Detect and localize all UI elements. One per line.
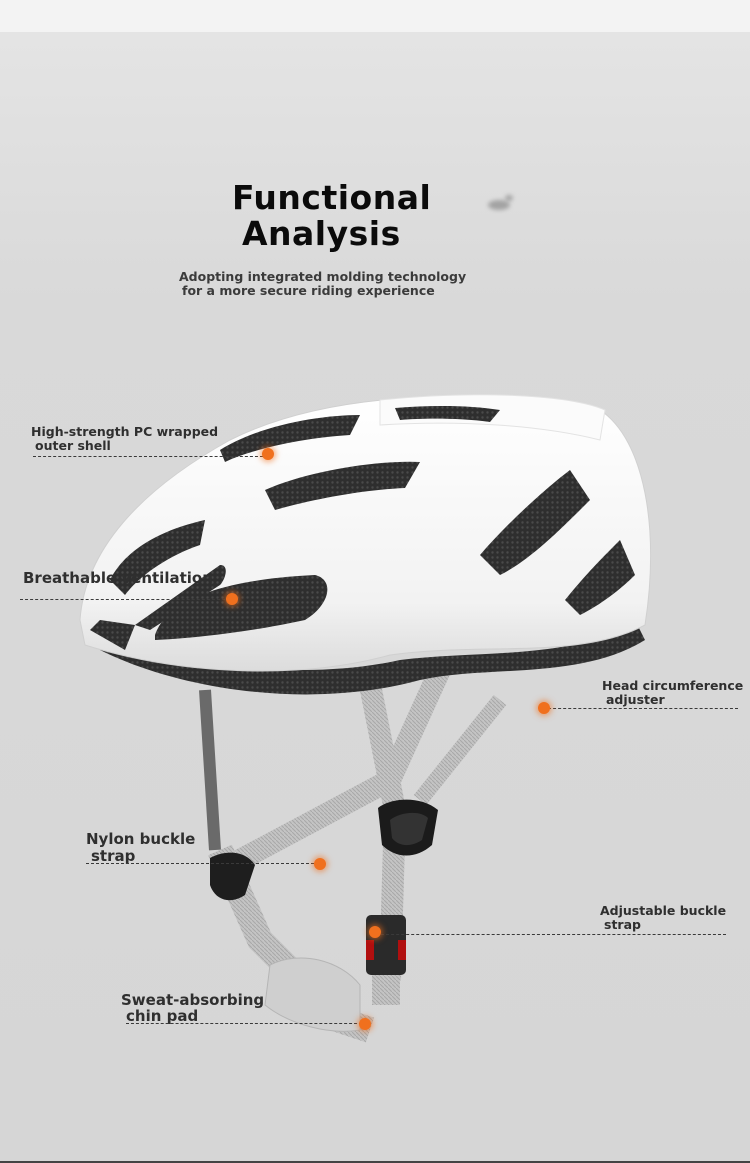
callout-ventilation-line1: Breathable ventilation <box>23 569 213 587</box>
helmet-illustration <box>79 394 652 1043</box>
callout-head-adjuster-line1: Head circumference <box>602 678 744 693</box>
callout-chin-pad-line1: Sweat-absorbing <box>121 991 265 1009</box>
callout-ventilation-line <box>20 599 225 600</box>
callout-adjustable-strap-line1: Adjustable buckle <box>600 903 727 918</box>
callout-head-adjuster: Head circumference adjuster <box>602 679 743 707</box>
callout-outer-shell-line2: outer shell <box>35 438 111 453</box>
side-buckle-right <box>378 799 438 856</box>
callout-outer-shell-line1: High-strength PC wrapped <box>31 424 219 439</box>
rear-straps <box>199 665 507 1043</box>
chin-pad <box>264 957 361 1032</box>
callout-nylon-strap-line1: Nylon buckle <box>86 830 196 848</box>
callout-outer-shell-line <box>33 456 263 457</box>
page-title: Functional Analysis <box>232 180 431 252</box>
callout-ventilation-dot <box>226 593 238 605</box>
callout-nylon-strap: Nylon buckle strap <box>86 830 196 865</box>
callout-chin-pad: Sweat-absorbing chin pad <box>121 991 265 1025</box>
callout-nylon-strap-line <box>86 863 314 864</box>
callout-chin-pad-dot <box>359 1018 371 1030</box>
callout-head-adjuster-line2: adjuster <box>606 692 665 707</box>
callout-adjustable-strap-line <box>376 934 726 935</box>
callout-adjustable-strap-line2: strap <box>604 917 641 932</box>
callout-chin-pad-line <box>126 1023 362 1024</box>
vents <box>90 405 635 650</box>
callout-ventilation: Breathable ventilation <box>23 569 213 587</box>
top-band <box>0 0 750 32</box>
subtitle-line-2: for a more secure riding experience <box>182 283 435 298</box>
side-buckle-left <box>210 852 255 901</box>
callout-nylon-strap-line2: strap <box>91 847 136 865</box>
callout-head-adjuster-line <box>548 708 738 709</box>
subtitle-line-1: Adopting integrated molding technology <box>179 269 467 284</box>
callout-outer-shell-dot <box>262 448 274 460</box>
callout-outer-shell: High-strength PC wrapped outer shell <box>31 425 218 453</box>
callout-chin-pad-line2: chin pad <box>126 1007 199 1025</box>
callout-head-adjuster-dot <box>538 702 550 714</box>
bottom-border <box>0 1161 750 1163</box>
title-line-2: Analysis <box>242 214 401 253</box>
title-smudge-2 <box>505 195 513 201</box>
title-line-1: Functional <box>232 178 432 217</box>
page-subtitle: Adopting integrated molding technology f… <box>179 270 466 298</box>
callout-adjustable-strap-dot <box>369 926 381 938</box>
title-smudge <box>488 200 510 210</box>
callout-adjustable-strap: Adjustable buckle strap <box>600 904 726 932</box>
callout-nylon-strap-dot <box>314 858 326 870</box>
